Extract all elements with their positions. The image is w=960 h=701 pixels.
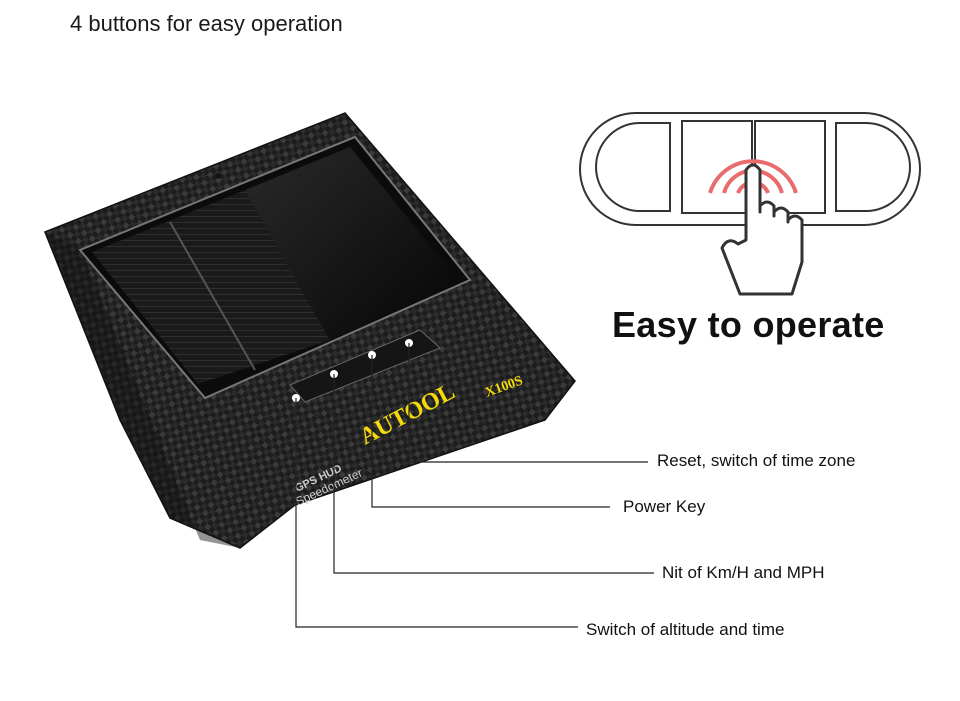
tagline: Easy to operate xyxy=(612,304,885,345)
callout-reset-label: Reset, switch of time zone xyxy=(657,451,856,470)
callout-power-label: Power Key xyxy=(623,497,706,516)
callout-altitude-label: Switch of altitude and time xyxy=(586,620,785,639)
sensor-dot xyxy=(215,173,221,179)
solar-panel xyxy=(78,135,472,400)
leader-reset xyxy=(408,343,648,463)
leader-unit xyxy=(333,374,654,574)
leader-altitude xyxy=(295,398,578,628)
device: AUTOOL X100S GPS HUD Speedometer xyxy=(44,112,576,549)
hand-pointer-icon xyxy=(720,163,804,296)
headline: 4 buttons for easy operation xyxy=(70,11,343,36)
button-strip xyxy=(289,329,441,403)
callout-unit-label: Nit of Km/H and MPH xyxy=(662,563,825,582)
button-pad-illustration xyxy=(579,112,921,296)
leader-power xyxy=(371,355,610,508)
leader-lines xyxy=(295,343,654,628)
